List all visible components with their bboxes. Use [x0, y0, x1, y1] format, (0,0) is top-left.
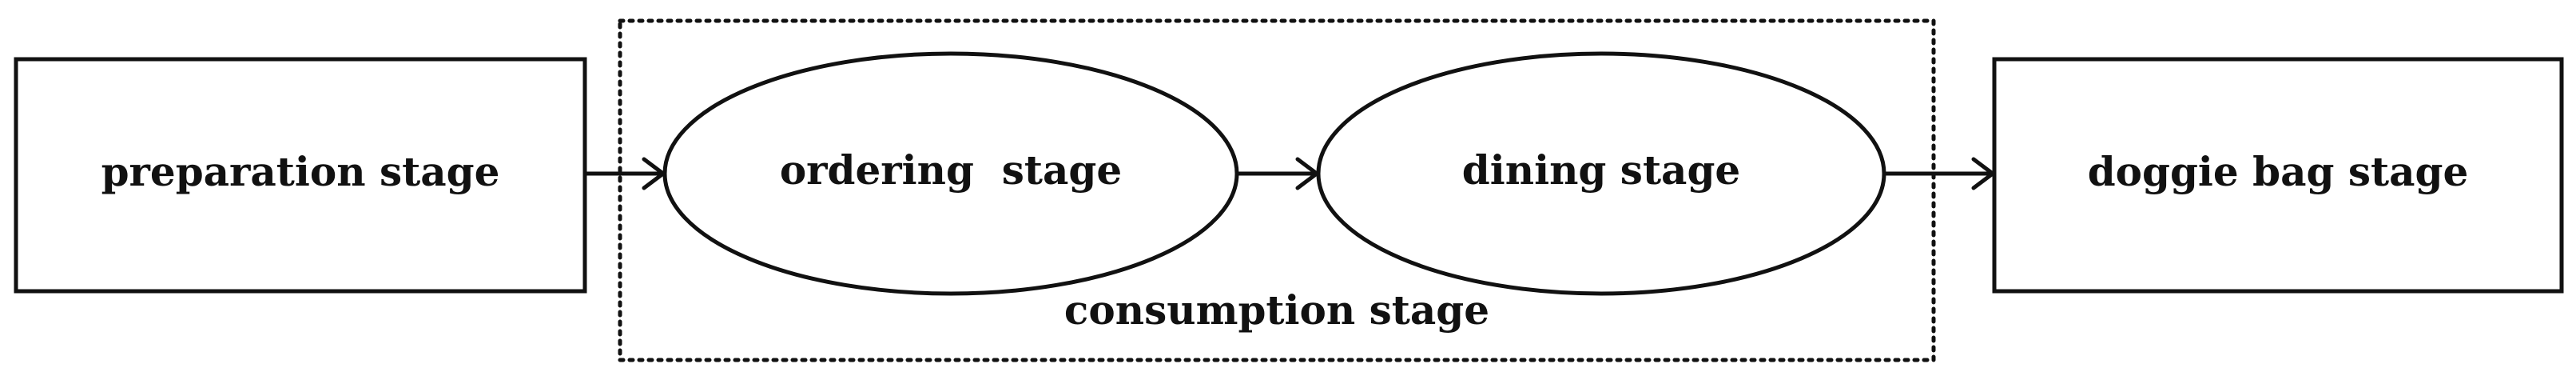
preparation-stage-label: preparation stage: [101, 148, 500, 195]
arrow-preparation-to-ordering: [585, 157, 666, 190]
doggie-bag-stage-node: doggie bag stage: [1992, 57, 2564, 294]
preparation-stage-node: preparation stage: [14, 57, 587, 294]
doggie-bag-stage-label: doggie bag stage: [2088, 148, 2469, 195]
consumption-stage-label: consumption stage: [1064, 286, 1489, 334]
arrow-ordering-to-dining: [1237, 157, 1319, 190]
ordering-stage-label: ordering stage: [780, 146, 1122, 194]
dining-stage-label: dining stage: [1462, 146, 1740, 194]
arrow-dining-to-doggie-bag: [1884, 157, 1995, 190]
dining-stage-node: dining stage: [1316, 51, 1886, 296]
consumption-stage-group: [618, 18, 1936, 362]
ordering-stage-node: ordering stage: [662, 51, 1239, 296]
